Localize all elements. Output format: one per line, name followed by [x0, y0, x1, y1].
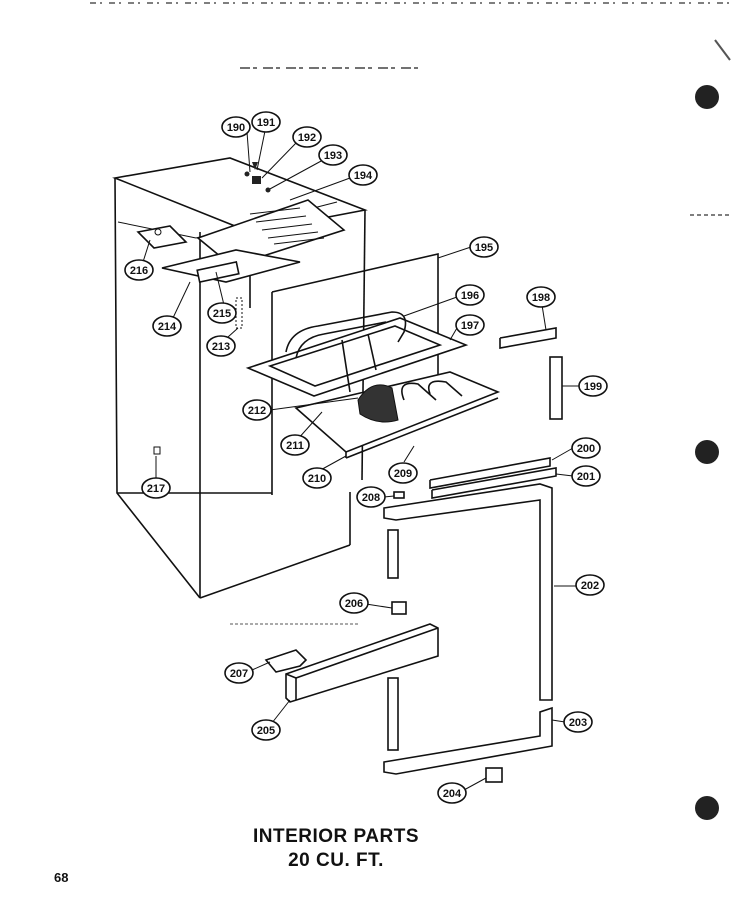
callout-193: 193	[318, 144, 348, 166]
callout-209: 209	[388, 462, 418, 484]
callout-212: 212	[242, 399, 272, 421]
svg-text:211: 211	[286, 440, 304, 452]
panel-195	[271, 252, 439, 495]
callout-191: 191	[251, 111, 281, 133]
svg-text:198: 198	[532, 292, 550, 304]
callout-214: 214	[152, 315, 182, 337]
svg-text:190: 190	[227, 122, 245, 134]
upper-shelf	[136, 225, 301, 283]
scan-artifacts	[90, 2, 731, 820]
callout-203: 203	[563, 711, 593, 733]
binder-hole	[695, 440, 719, 464]
svg-text:212: 212	[248, 405, 266, 417]
callouts: 190 191 192 193 194 195 196 197 198 199 …	[124, 111, 608, 804]
binder-hole	[695, 796, 719, 820]
svg-text:210: 210	[308, 473, 326, 485]
top-louver-panel	[196, 199, 346, 267]
callout-210: 210	[302, 467, 332, 489]
callout-217: 217	[141, 477, 171, 499]
svg-text:192: 192	[298, 132, 316, 144]
leader-lines	[142, 130, 580, 791]
screw-190	[244, 171, 250, 177]
door-gasket-parts	[383, 327, 563, 775]
callout-192: 192	[292, 126, 322, 148]
callout-199: 199	[578, 375, 608, 397]
part-207	[264, 649, 308, 673]
tray-197	[245, 311, 469, 397]
callout-207: 207	[224, 662, 254, 684]
svg-text:197: 197	[461, 320, 479, 332]
callout-200: 200	[571, 437, 601, 459]
svg-text:201: 201	[577, 471, 595, 483]
svg-text:208: 208	[362, 492, 380, 504]
callout-194: 194	[348, 164, 378, 186]
callout-198: 198	[526, 286, 556, 308]
callout-216: 216	[124, 259, 154, 281]
callout-208: 208	[356, 486, 386, 508]
callout-204: 204	[437, 782, 467, 804]
caption-subtitle: 20 CU. FT.	[288, 850, 384, 871]
part-217	[153, 446, 161, 455]
svg-text:209: 209	[394, 468, 412, 480]
part-193	[265, 187, 271, 193]
svg-text:217: 217	[147, 483, 165, 495]
callout-215: 215	[207, 302, 237, 324]
svg-text:196: 196	[461, 290, 479, 302]
callout-197: 197	[455, 314, 485, 336]
callout-201: 201	[571, 465, 601, 487]
svg-text:199: 199	[584, 381, 602, 393]
part-213	[235, 297, 243, 329]
svg-text:195: 195	[475, 242, 493, 254]
binder-hole	[695, 85, 719, 109]
svg-text:193: 193	[324, 150, 342, 162]
svg-text:214: 214	[158, 321, 177, 333]
callout-211: 211	[280, 434, 310, 456]
svg-text:207: 207	[230, 668, 248, 680]
callout-206: 206	[339, 592, 369, 614]
svg-text:200: 200	[577, 443, 595, 455]
caption-title: INTERIOR PARTS	[252, 826, 420, 847]
svg-text:191: 191	[257, 117, 275, 129]
rail-205	[285, 623, 439, 703]
svg-text:206: 206	[345, 598, 363, 610]
part-192	[252, 176, 261, 184]
svg-text:205: 205	[257, 725, 275, 737]
svg-text:216: 216	[130, 265, 148, 277]
strip-199	[549, 356, 563, 420]
part-204	[485, 767, 503, 783]
callout-190: 190	[221, 116, 251, 138]
callout-205: 205	[251, 719, 281, 741]
part-206	[391, 601, 407, 615]
plate-210	[294, 371, 501, 459]
svg-text:203: 203	[569, 717, 587, 729]
svg-text:204: 204	[443, 788, 462, 800]
callout-202: 202	[575, 574, 605, 596]
screw-191	[252, 162, 258, 170]
callout-213: 213	[206, 335, 236, 357]
svg-text:194: 194	[354, 170, 373, 182]
svg-text:213: 213	[212, 341, 230, 353]
callout-195: 195	[469, 236, 499, 258]
page-number: 68	[54, 870, 69, 885]
callout-196: 196	[455, 284, 485, 306]
part-208	[393, 491, 405, 499]
svg-text:215: 215	[213, 308, 231, 320]
svg-text:202: 202	[581, 580, 599, 592]
